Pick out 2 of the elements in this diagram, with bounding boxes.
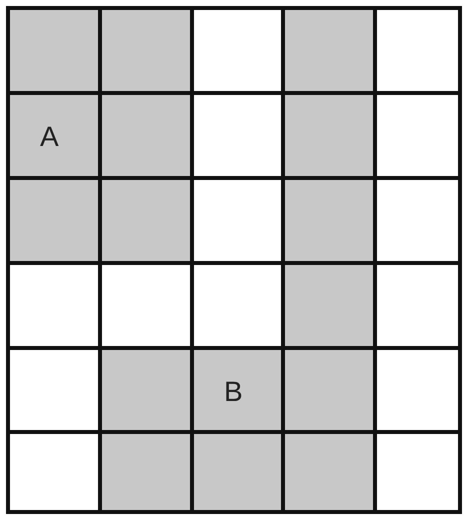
cell-label: A: [40, 123, 59, 151]
cell-label: B: [224, 378, 243, 406]
